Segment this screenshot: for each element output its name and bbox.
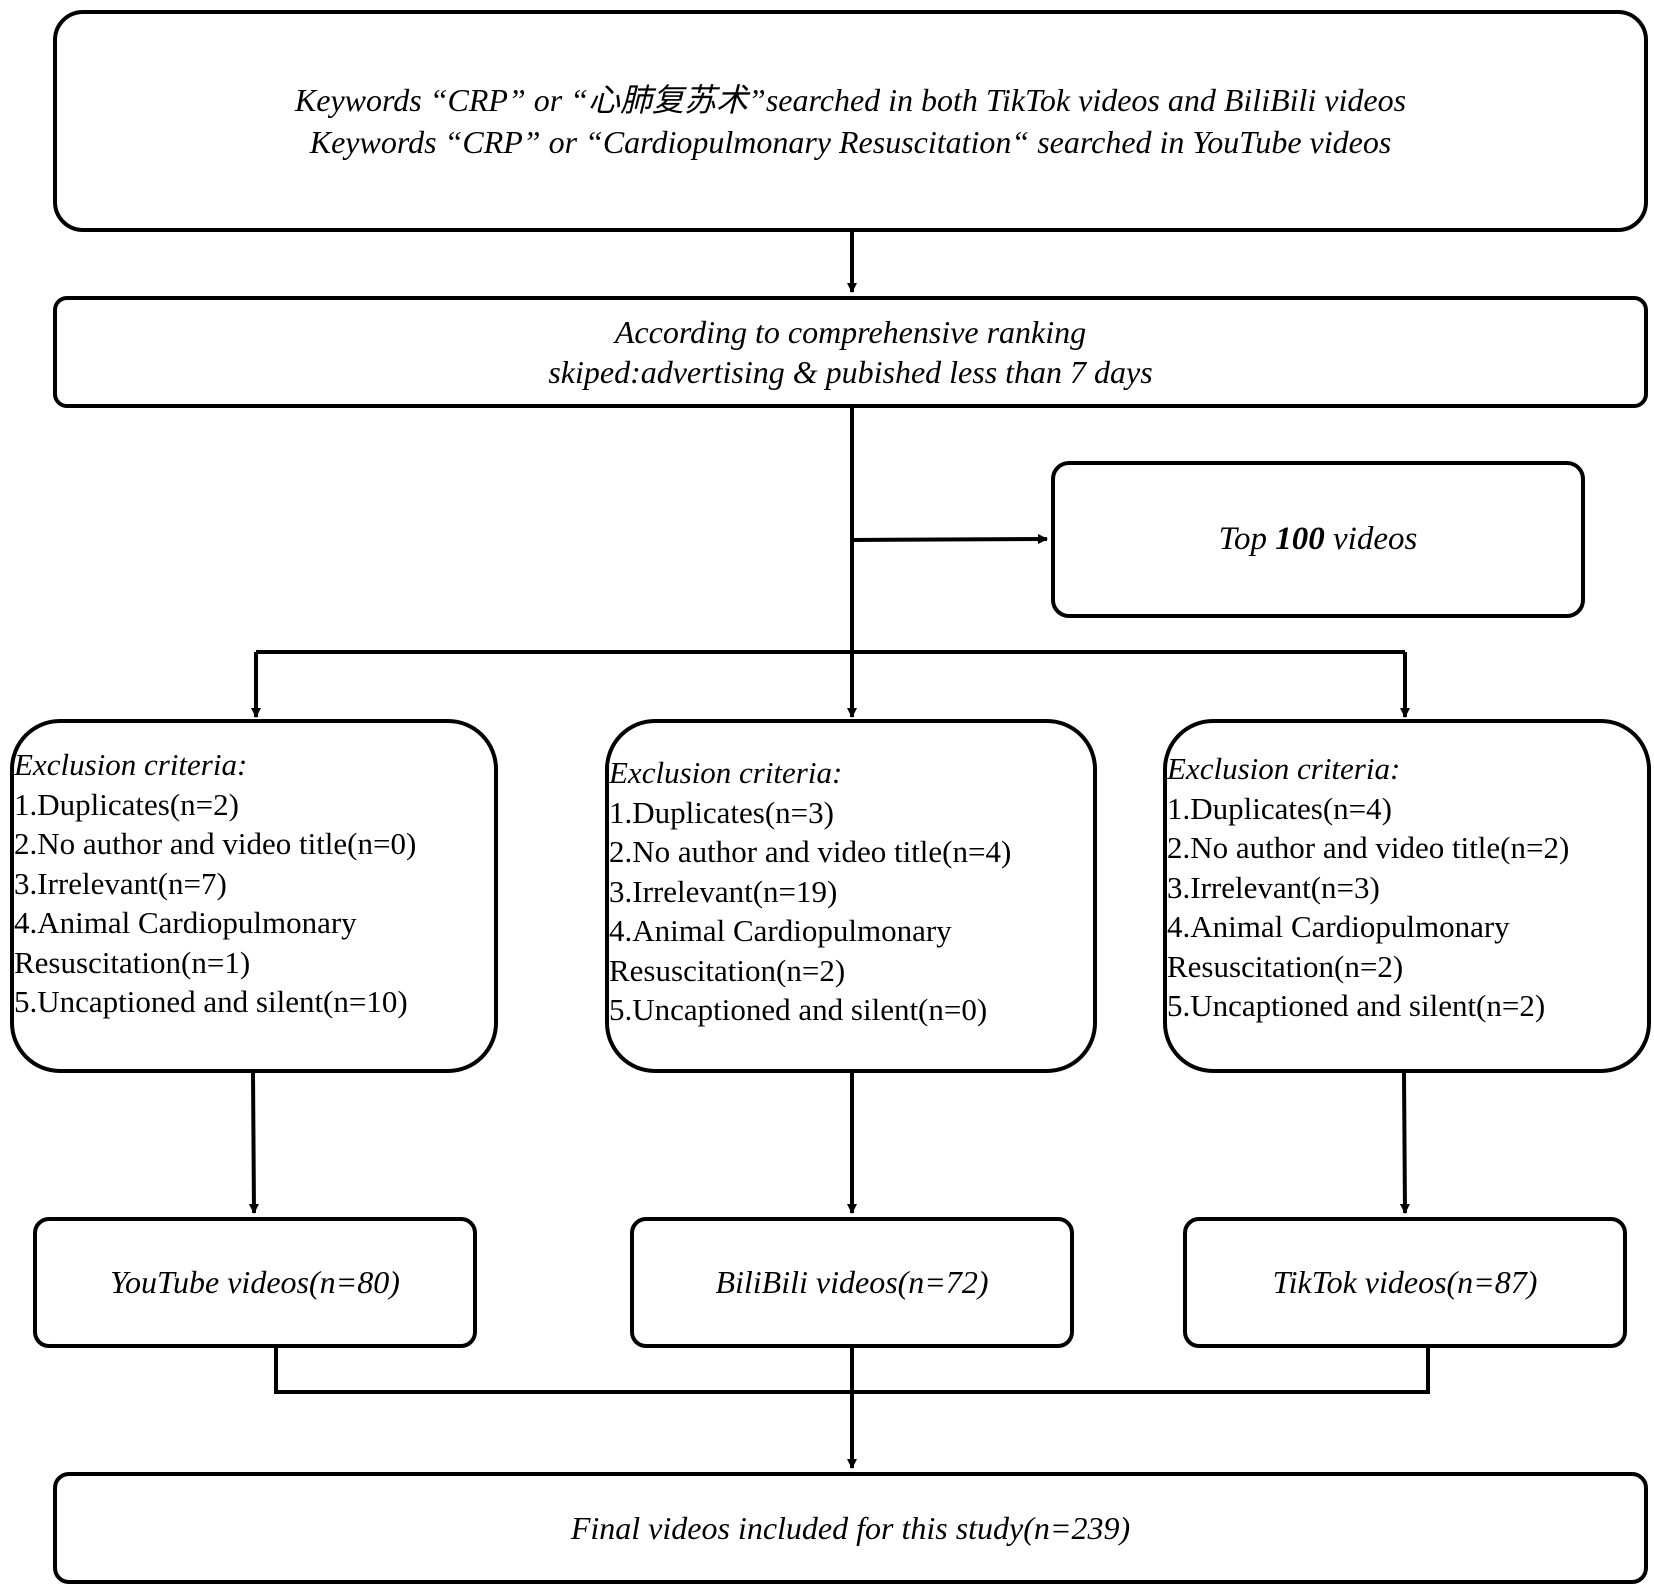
- final-box: Final videos included for this study(n=2…: [53, 1472, 1648, 1584]
- search-line-2: Keywords “CRP” or “Cardiopulmonary Resus…: [309, 124, 1392, 160]
- exclusion-item: 4.Animal Cardiopulmonary: [1167, 909, 1510, 944]
- ranking-line-2: skiped:advertising & pubished less than …: [548, 354, 1153, 390]
- exclusion-item: 5.Uncaptioned and silent(n=10): [14, 984, 408, 1019]
- exclusion-item: 3.Irrelevant(n=19): [609, 873, 838, 909]
- ranking-line-1: According to comprehensive ranking: [614, 314, 1087, 350]
- exclusion-item: 2.No author and video title(n=0): [14, 826, 417, 861]
- exclusion-item: Resuscitation(n=2): [1167, 948, 1404, 984]
- exclusion-item: 3.Irrelevant(n=7): [14, 865, 227, 901]
- exclusion-item: 1.Duplicates(n=3): [609, 794, 834, 830]
- arrow-to-youtube-result: [248, 1072, 259, 1214]
- exclusion-heading: Exclusion criteria:: [1167, 751, 1401, 786]
- exclusion-item: 2.No author and video title(n=4): [609, 834, 1012, 869]
- exclusion-item: 5.Uncaptioned and silent(n=2): [1167, 988, 1546, 1023]
- exclusion-item: Resuscitation(n=2): [609, 952, 846, 988]
- arrow-to-top-videos: [851, 534, 1048, 545]
- result-box-bilibili: BiliBili videos(n=72): [630, 1217, 1074, 1348]
- exclusion-heading: Exclusion criteria:: [14, 747, 248, 782]
- top-videos-box: Top 100 videos: [1051, 461, 1585, 618]
- exclusion-item: Resuscitation(n=1): [14, 944, 251, 980]
- exclusion-item: 1.Duplicates(n=2): [14, 786, 239, 822]
- result-label: TikTok videos(n=87): [1272, 1264, 1538, 1300]
- result-label: BiliBili videos(n=72): [715, 1264, 989, 1300]
- search-line-1: Keywords “CRP” or “心肺复苏术”searched in bot…: [294, 82, 1407, 118]
- final-label: Final videos included for this study(n=2…: [570, 1509, 1131, 1546]
- top-videos-number: 100: [1275, 521, 1325, 557]
- result-box-tiktok: TikTok videos(n=87): [1183, 1217, 1627, 1348]
- exclusion-box-youtube: Exclusion criteria: 1.Duplicates(n=2) 2.…: [10, 719, 498, 1073]
- exclusion-item: 2.No author and video title(n=2): [1167, 830, 1570, 865]
- result-label: YouTube videos(n=80): [110, 1264, 400, 1300]
- exclusion-heading: Exclusion criteria:: [609, 755, 843, 790]
- exclusion-item: 4.Animal Cardiopulmonary: [14, 905, 357, 940]
- top-videos-label: Top 100 videos: [1218, 521, 1418, 557]
- exclusion-box-tiktok: Exclusion criteria: 1.Duplicates(n=4) 2.…: [1163, 719, 1651, 1073]
- result-box-youtube: YouTube videos(n=80): [33, 1217, 477, 1348]
- ranking-box: According to comprehensive ranking skipe…: [53, 296, 1648, 408]
- exclusion-box-bilibili: Exclusion criteria: 1.Duplicates(n=3) 2.…: [605, 719, 1097, 1073]
- exclusion-item: 4.Animal Cardiopulmonary: [609, 913, 952, 948]
- arrow-to-tiktok-result: [1399, 1072, 1410, 1214]
- search-keywords-box: Keywords “CRP” or “心肺复苏术”searched in bot…: [53, 10, 1648, 232]
- exclusion-item: 3.Irrelevant(n=3): [1167, 869, 1380, 905]
- exclusion-item: 1.Duplicates(n=4): [1167, 790, 1392, 826]
- exclusion-item: 5.Uncaptioned and silent(n=0): [609, 992, 988, 1027]
